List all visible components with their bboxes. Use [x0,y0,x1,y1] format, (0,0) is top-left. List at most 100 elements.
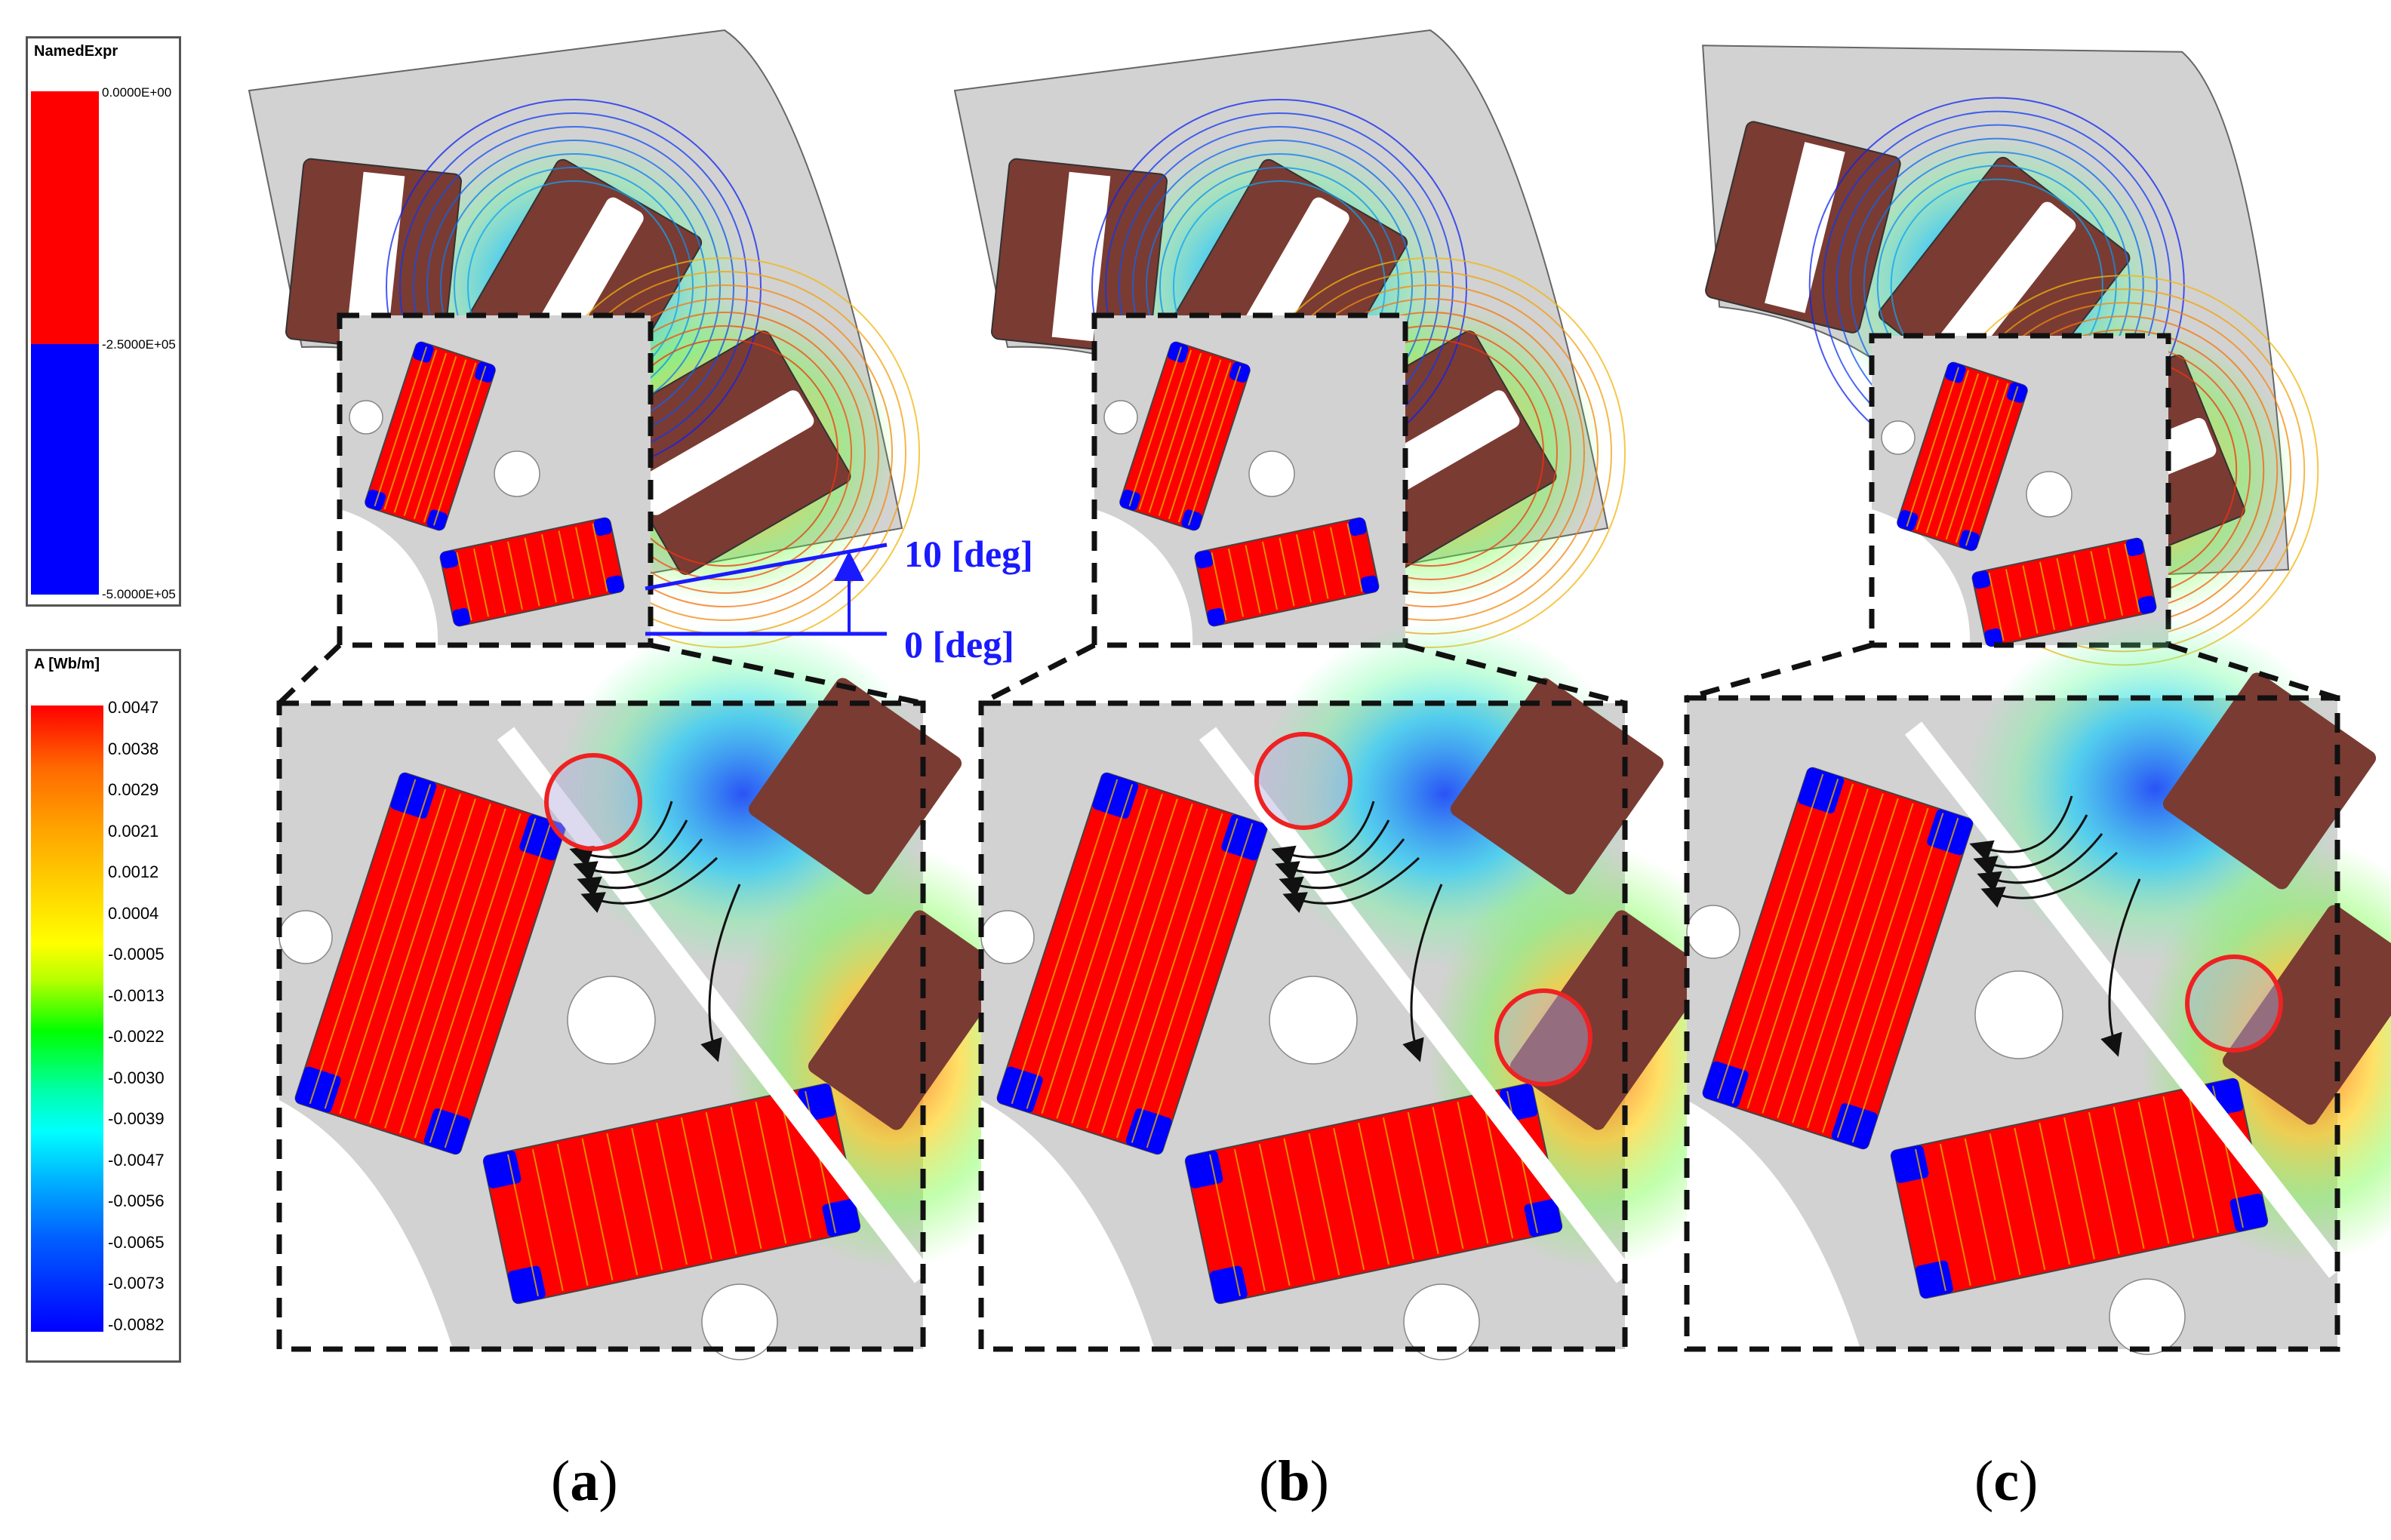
magnet-corner [1927,809,1973,856]
rotor-hole [1974,970,2063,1059]
zoomed-view [980,620,1761,1360]
vector-potential-colorbar [31,705,103,1332]
rotor-hole [701,1283,778,1360]
shaft-bore [340,509,439,645]
flux-line [2090,551,2106,619]
vector-potential-legend-title: A [Wb/m] [34,656,100,672]
magnet-corner [1897,509,1919,531]
panel-a [248,29,1059,1360]
flux-line [1312,530,1329,599]
flux-line [1148,352,1202,513]
air-gap [1904,721,2346,1278]
rotor-hole [1881,420,1916,455]
flux-line [1329,527,1346,595]
zoom-stator-coil [2222,905,2391,1125]
caption-b: (b) [1259,1449,1329,1513]
highlight-circle [1254,732,1352,830]
magnet-corner [1524,1199,1562,1237]
flux-line [1258,1143,1291,1286]
zoom-frame [978,700,1628,1352]
shaft-bore [1094,509,1193,645]
zoom-magnet [996,772,1268,1155]
magnet-corner [1891,1145,1929,1183]
zoom-stator-coil [808,910,1008,1130]
flux-line [540,534,558,603]
flux-line [374,346,428,507]
flux-line [1295,534,1312,603]
rotor-hole [349,400,383,435]
flux-line [1146,822,1254,1148]
flux-line [432,365,487,526]
flux-line [490,545,506,613]
shaft-bore [1872,509,1971,645]
flux-line [1807,803,1914,1128]
magnet-corner [1125,1108,1172,1154]
flux-line [444,822,552,1148]
magnet-corner [2125,538,2144,557]
rotor-magnet [1194,517,1380,627]
flux-line [403,356,457,516]
rotor-hole [1403,1283,1480,1360]
rotor-hole [278,910,333,964]
flux-line [1128,346,1183,507]
flux-line [1011,779,1119,1105]
magnet-corner [2137,595,2156,614]
flux-line [1851,817,1959,1143]
rotor-magnet [1897,361,2028,552]
flux-line [369,798,476,1124]
named-tick: -2.5000E+05 [102,337,176,352]
flux-line [1227,549,1245,617]
magnet-corner [1959,530,1980,551]
zero-degree-label: 0 [deg] [904,623,1014,665]
rotor-small [1872,336,2168,647]
magnet-corner [822,1199,860,1237]
vector-potential-tick: -0.0005 [108,945,165,964]
flux-line [558,530,574,599]
flux-line [1482,1096,1514,1239]
magnet-corner [413,342,434,363]
zoom-connector [1686,642,1872,701]
flux-path-arrow [1402,884,1443,1062]
flux-line [393,352,448,513]
stator-slot [635,390,814,515]
rotor-hole [567,976,656,1065]
flux-line [1731,779,1839,1104]
magnet-corner [593,518,612,536]
flux-line [1333,1127,1365,1271]
flux-line [1916,370,1970,530]
magnet-body [294,772,566,1155]
flux-path-arrow [1279,838,1405,898]
rotor-hole [2109,1278,2186,1355]
rotor-hole [980,910,1035,964]
magnet-corner [1221,814,1267,861]
vector-potential-tick: 0.0012 [108,862,159,882]
flux-path-arrow [1275,819,1390,883]
flux-line [1939,1143,1971,1286]
magnet-corner [1092,773,1139,819]
flux-line [2014,1127,2046,1271]
flux-line [556,1143,589,1286]
magnet-corner [452,607,471,626]
flux-line [1177,362,1232,523]
flux-line [1836,813,1944,1138]
flux-line [2073,555,2090,623]
rotor-hole [1248,450,1295,497]
flux-line [1358,1122,1389,1265]
zoom-bore [1687,1100,1860,1349]
magnet-corner [390,773,437,819]
flux-line [506,541,524,610]
flux-line [1965,386,2019,546]
vector-potential-tick: -0.0039 [108,1109,165,1129]
zoom-magnet [1184,1083,1563,1305]
flux-line [1746,783,1854,1109]
named-expr-legend: NamedExpr 0.0000E+00 -2.5000E+05 -5.0000… [26,36,181,607]
flux-line [1777,793,1884,1119]
magnet-corner [1195,550,1214,569]
rotor-magnet [365,341,496,531]
magnet-corner [1915,1260,1953,1299]
flux-line [1989,1133,2021,1276]
flux-path-arrow [1973,814,2088,878]
magnet-corner [474,361,496,383]
flux-line [1233,1148,1266,1292]
flux-line [2187,1090,2220,1234]
